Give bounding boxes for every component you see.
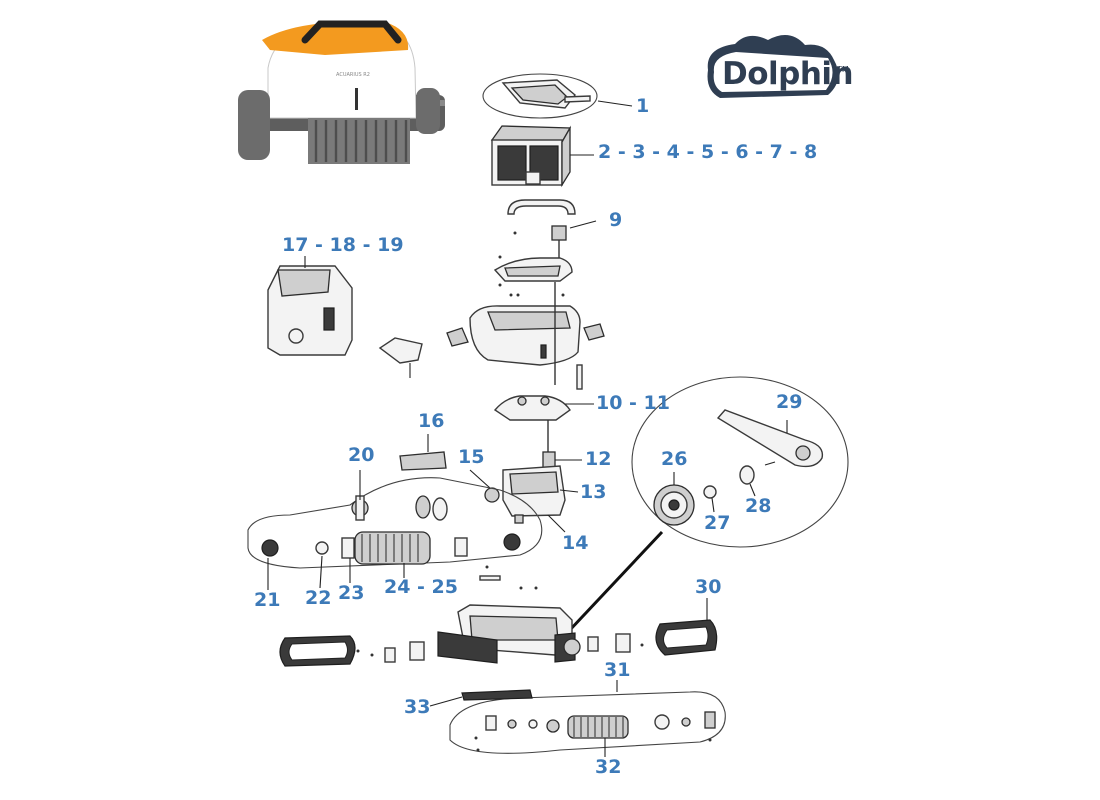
zoom-detail-circle [566,376,849,634]
callout-29: 29 [776,391,803,413]
callout-23: 23 [338,582,365,604]
callout-17-19: 17 - 18 - 19 [282,234,404,256]
callout-1: 1 [636,95,650,117]
upper-cover-plate [493,255,573,297]
callout-20: 20 [348,444,375,466]
callout-13: 13 [580,481,607,503]
callout-32: 32 [595,756,622,778]
callout-9: 9 [609,209,623,231]
callout-16: 16 [418,410,445,432]
callout-15: 15 [458,446,485,468]
part-9-handle [507,199,597,265]
callout-12: 12 [585,448,612,470]
chassis [437,604,581,664]
part-30-right-track [587,598,718,656]
callout-21: 21 [254,589,281,611]
callout-33: 33 [404,696,431,718]
callout-30: 30 [695,576,722,598]
brand-logo-text: Dolphin [722,56,854,92]
part-16-label-plate [399,434,447,471]
part-13-15-motor-unit [469,465,579,533]
callout-22: 22 [305,587,332,609]
callout-24-25: 24 - 25 [384,576,458,598]
robot-product-image [238,20,445,164]
brand-trademark: TM [837,65,849,74]
callout-10-11: 10 - 11 [596,392,670,414]
main-housing [446,282,605,390]
part-10-11-impeller [493,395,594,452]
part-20-25-brush-assembly [247,470,543,590]
small-pins [479,565,538,590]
callout-26: 26 [661,448,688,470]
product-model-label: ACUARIUS R2 [336,72,370,78]
part-17-19-power-supply [267,256,353,356]
part-1-filter-cover [482,73,633,119]
left-track-assembly [279,635,425,667]
part-2-8-filter-basket [490,125,594,188]
left-bracket [378,337,423,378]
callout-28: 28 [745,495,772,517]
callout-2-8: 2 - 3 - 4 - 5 - 6 - 7 - 8 [598,141,818,163]
callout-31: 31 [604,659,631,681]
dolphin-logo-icon [707,35,839,98]
callout-27: 27 [704,512,731,534]
callout-14: 14 [562,532,589,554]
part-12-swivel [542,451,582,471]
part-31-33-rear-brush-assembly [429,680,726,757]
